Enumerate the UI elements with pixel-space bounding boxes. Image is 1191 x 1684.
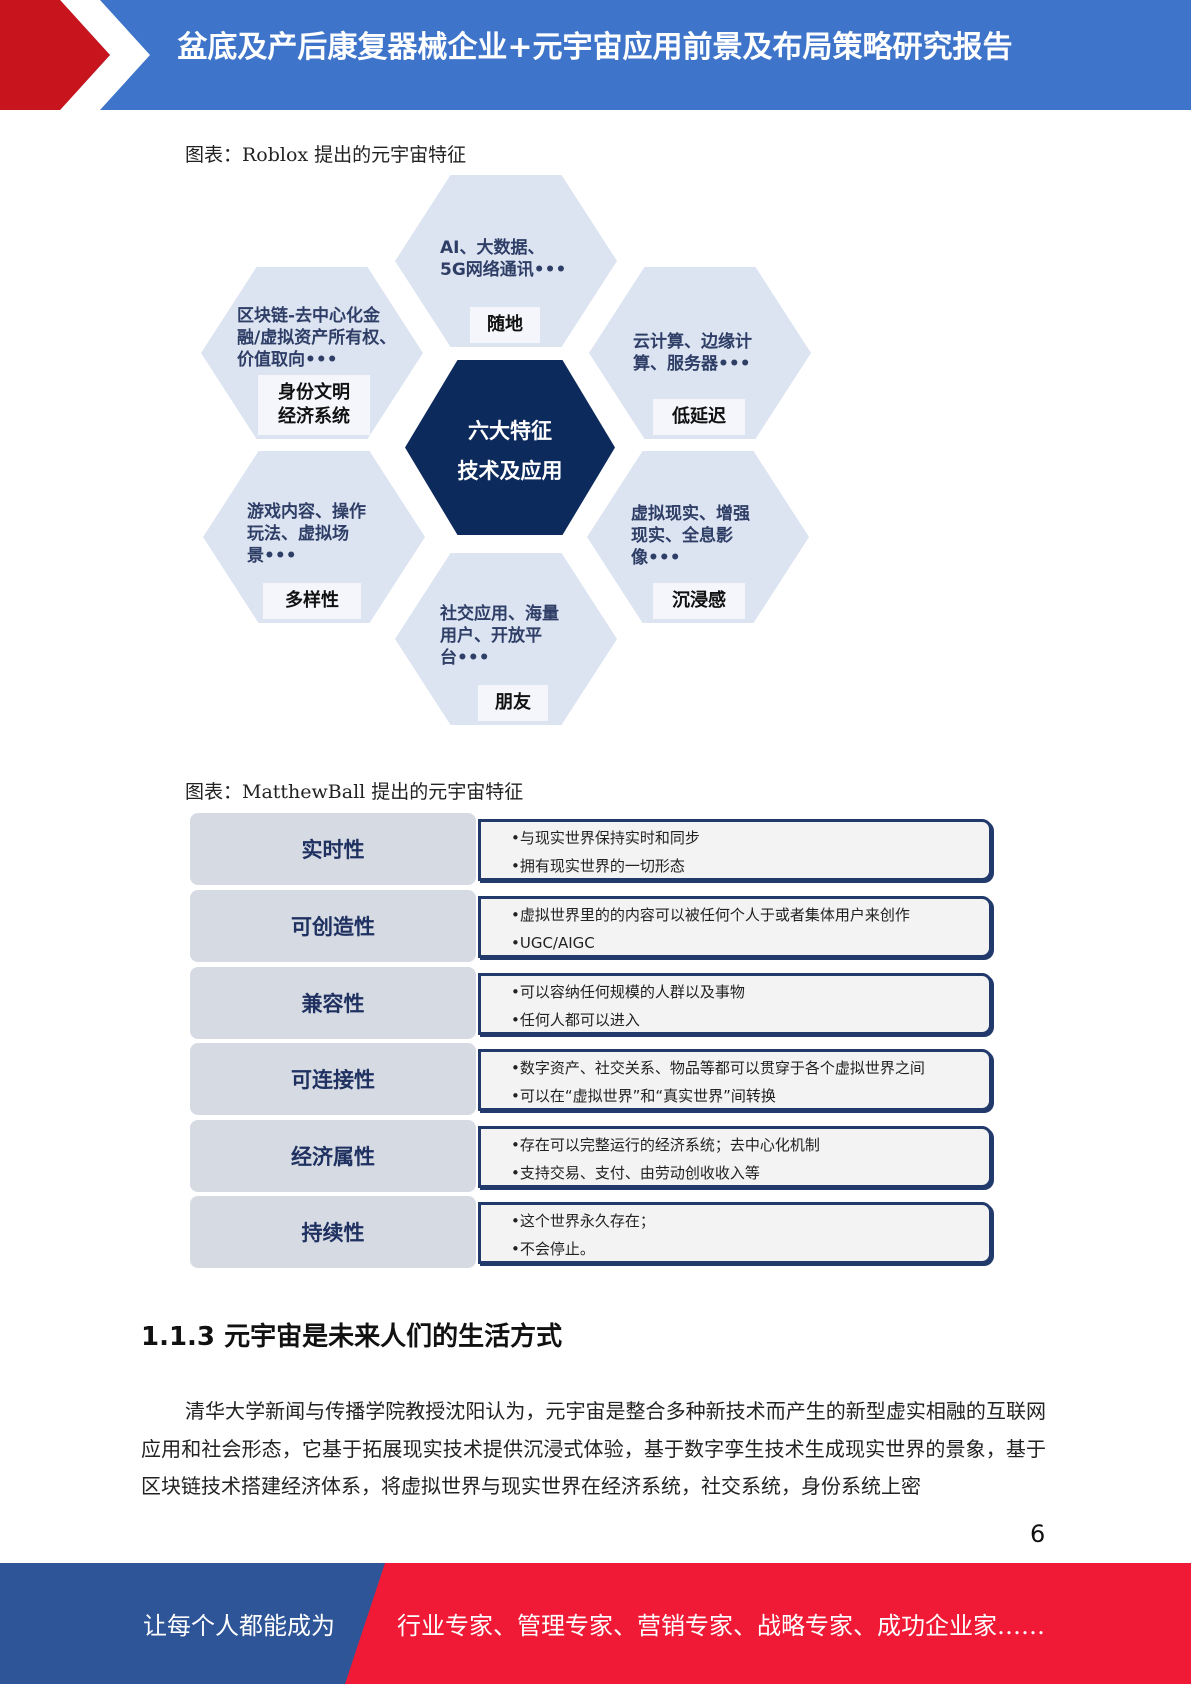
feature-name: 实时性: [190, 813, 476, 885]
table-row: 持续性 •这个世界永久存在； •不会停止。: [190, 1196, 995, 1268]
figure1-caption: 图表：Roblox 提出的元宇宙特征: [185, 144, 467, 166]
hex-label: 沉浸感: [653, 583, 745, 619]
section-heading: 1.1.3 元宇宙是未来人们的生活方式: [141, 1322, 563, 1352]
table-row: 可连接性 •数字资产、社交关系、物品等都可以贯穿于各个虚拟世界之间 •可以在“虚…: [190, 1043, 995, 1115]
feature-name: 经济属性: [190, 1120, 476, 1192]
footer-slogan: 让每个人都能成为: [143, 1612, 335, 1640]
feature-description: •虚拟世界里的的内容可以被任何个人于或者集体用户来创作 •UGC/AIGC: [478, 896, 992, 958]
page-number: 6: [1030, 1520, 1046, 1548]
hex-text: 区块链-去中心化金融/虚拟资产所有权、价值取向•••: [237, 306, 397, 370]
hex-label: 朋友: [478, 685, 548, 721]
table-row: 可创造性 •虚拟世界里的的内容可以被任何个人于或者集体用户来创作 •UGC/AI…: [190, 890, 995, 962]
footer-blue-block: [0, 1563, 385, 1684]
hex-text: 云计算、边缘计算、服务器•••: [633, 332, 752, 374]
center-text: 六大特征技术及应用: [457, 419, 563, 483]
header-arrow-icon: [0, 0, 150, 110]
feature-description: •数字资产、社交关系、物品等都可以贯穿于各个虚拟世界之间 •可以在“虚拟世界”和…: [478, 1049, 992, 1111]
body-paragraph: 清华大学新闻与传播学院教授沈阳认为，元宇宙是整合多种新技术而产生的新型虚实相融的…: [141, 1399, 1046, 1498]
table-row: 经济属性 •存在可以完整运行的经济系统；去中心化机制 •支持交易、支付、由劳动创…: [190, 1120, 995, 1192]
hex-label: 身份文明经济系统: [258, 375, 370, 435]
hex-label: 低延迟: [653, 399, 745, 435]
feature-description: •这个世界永久存在； •不会停止。: [478, 1202, 992, 1264]
page-header: 盆底及产后康复器械企业+元宇宙应用前景及布局策略研究报告: [0, 0, 1191, 110]
feature-description: •存在可以完整运行的经济系统；去中心化机制 •支持交易、支付、由劳动创收收入等: [478, 1126, 992, 1188]
hex-label: 多样性: [263, 583, 361, 619]
feature-description: •可以容纳任何规模的人群以及事物 •任何人都可以进入: [478, 973, 992, 1035]
footer-roles: 行业专家、管理专家、营销专家、战略专家、成功企业家……: [397, 1612, 1045, 1640]
hex-text: 社交应用、海量用户、开放平台•••: [440, 604, 559, 668]
report-title: 盆底及产后康复器械企业+元宇宙应用前景及布局策略研究报告: [177, 30, 1013, 65]
feature-name: 可连接性: [190, 1043, 476, 1115]
feature-name: 持续性: [190, 1196, 476, 1268]
hex-label: 随地: [470, 307, 540, 343]
feature-name: 可创造性: [190, 890, 476, 962]
roblox-hexagon-diagram: AI、大数据、5G网络通讯••• 随地 区块链-去中心化金融/虚拟资产所有权、价…: [195, 175, 825, 730]
feature-description: •与现实世界保持实时和同步 •拥有现实世界的一切形态: [478, 819, 992, 881]
hex-text: 虚拟现实、增强现实、全息影像•••: [631, 504, 750, 568]
feature-name: 兼容性: [190, 967, 476, 1039]
hex-text: AI、大数据、5G网络通讯•••: [440, 238, 567, 280]
hex-text: 游戏内容、操作玩法、虚拟场景•••: [247, 502, 366, 566]
table-row: 实时性 •与现实世界保持实时和同步 •拥有现实世界的一切形态: [190, 813, 995, 885]
page-footer: 让每个人都能成为 行业专家、管理专家、营销专家、战略专家、成功企业家……: [0, 1563, 1191, 1684]
table-row: 兼容性 •可以容纳任何规模的人群以及事物 •任何人都可以进入: [190, 967, 995, 1039]
figure2-caption: 图表：MatthewBall 提出的元宇宙特征: [185, 781, 524, 803]
